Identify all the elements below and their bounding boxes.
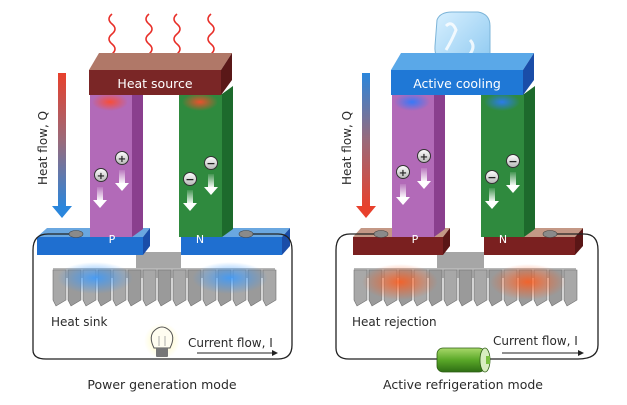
n-label: N xyxy=(499,233,507,246)
panel-active-refrigeration: Heat flow, Q xyxy=(335,11,599,392)
terminal-right xyxy=(238,230,254,238)
heat-sink-fin xyxy=(563,269,578,307)
battery-icon xyxy=(436,347,491,373)
heat-source-label: Heat source xyxy=(117,76,192,91)
n-carrier-sign: − xyxy=(508,155,517,168)
n-carrier-sign: − xyxy=(185,173,194,186)
terminal-left xyxy=(68,230,84,238)
active-cooling-label: Active cooling xyxy=(413,76,501,91)
current-flow-label: Current flow, I xyxy=(188,336,273,350)
current-flow-label: Current flow, I xyxy=(493,334,578,348)
p-label: P xyxy=(109,233,116,246)
heat-sink xyxy=(52,262,277,307)
heat-input-arrows xyxy=(108,13,215,55)
heat-flow-arrowhead xyxy=(356,206,376,218)
heat-sink-fin xyxy=(443,269,458,307)
n-carrier-sign: − xyxy=(206,157,215,170)
ice-cube-icon xyxy=(434,11,491,67)
heat-flow-arrowhead xyxy=(52,206,72,218)
p-carrier-sign: + xyxy=(420,152,428,163)
heat-rejection-label: Heat rejection xyxy=(352,315,437,329)
p-type-leg xyxy=(392,86,445,237)
heat-sink-fin xyxy=(172,269,187,307)
mode-label: Power generation mode xyxy=(87,377,236,392)
p-carrier-sign: + xyxy=(399,168,407,179)
current-arrow-icon xyxy=(578,350,584,356)
heat-sink-label: Heat sink xyxy=(51,315,107,329)
heat-flow-label: Heat flow, Q xyxy=(36,111,50,185)
heat-flow-label: Heat flow, Q xyxy=(340,111,354,185)
heat-sink-fin xyxy=(473,269,488,307)
p-carrier-sign: + xyxy=(97,171,105,182)
n-carrier-sign: − xyxy=(487,171,496,184)
charge-carriers-p: + + xyxy=(396,149,431,205)
heat-sink-fin xyxy=(458,269,473,307)
heat-rejection-sink xyxy=(353,264,578,307)
mode-label: Active refrigeration mode xyxy=(383,377,543,392)
n-label: N xyxy=(196,233,204,246)
charge-carriers-n: − − xyxy=(183,156,218,211)
heat-flow-arrow xyxy=(362,73,370,208)
terminal-left xyxy=(373,230,389,238)
terminal-right xyxy=(542,230,558,238)
active-cooling-block: Active cooling xyxy=(391,53,534,95)
heat-sink-fin xyxy=(157,269,172,307)
p-type-leg xyxy=(90,86,143,237)
current-arrow-icon xyxy=(272,350,278,356)
charge-carriers-p: + + xyxy=(93,151,129,208)
panel-power-generation: Heat flow, Q xyxy=(32,13,293,392)
light-bulb-icon xyxy=(144,323,180,359)
heat-flow-arrow xyxy=(58,73,66,208)
heat-sink-fin xyxy=(142,269,157,307)
charge-carriers-n: − − xyxy=(485,154,520,209)
heat-source-block: Heat source xyxy=(89,53,232,95)
p-label: P xyxy=(412,233,419,246)
p-carrier-sign: + xyxy=(118,154,126,165)
